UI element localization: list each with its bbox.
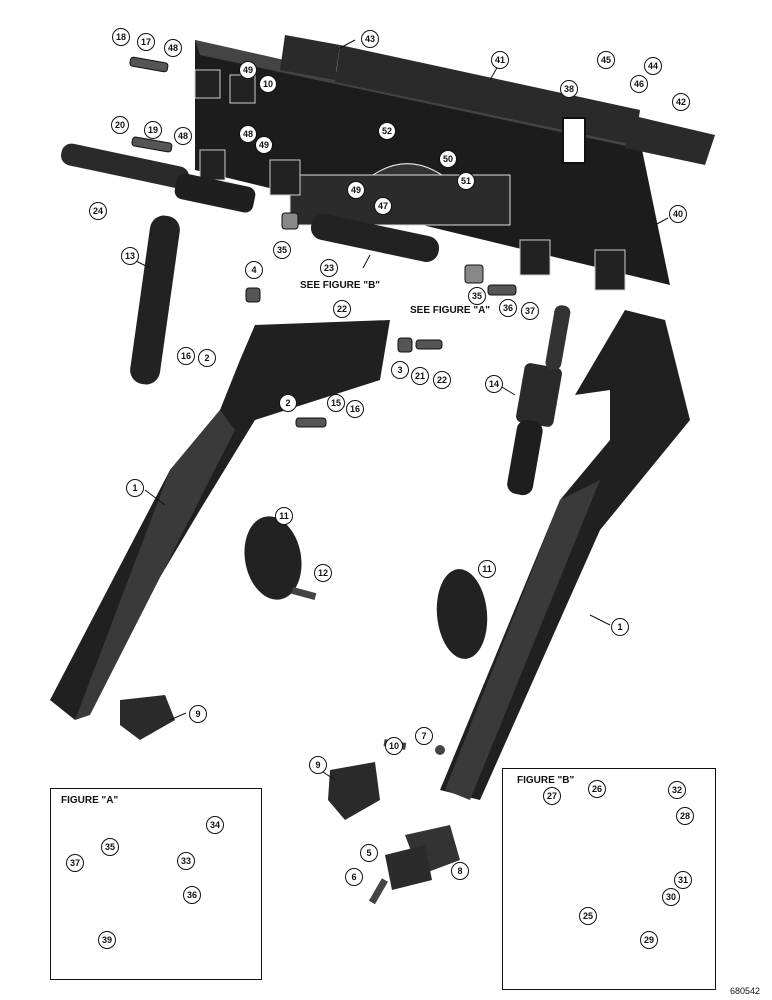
callout-15: 15 bbox=[327, 394, 345, 412]
callout-17: 17 bbox=[137, 33, 155, 51]
callout-11-right: 11 bbox=[478, 560, 496, 578]
loader-arm-right-shade bbox=[445, 480, 600, 800]
bolt-6 bbox=[368, 878, 388, 905]
callout-35-b: 35 bbox=[468, 287, 486, 305]
callout-12: 12 bbox=[314, 564, 332, 582]
nut-7 bbox=[435, 745, 445, 755]
callout-22-b: 22 bbox=[433, 371, 451, 389]
callout-7: 7 bbox=[415, 727, 433, 745]
callout-52: 52 bbox=[378, 122, 396, 140]
fig-a-callout-34: 34 bbox=[206, 816, 224, 834]
callout-51: 51 bbox=[457, 172, 475, 190]
callout-22-a: 22 bbox=[333, 300, 351, 318]
callout-18: 18 bbox=[112, 28, 130, 46]
see-figure-a-note: SEE FIGURE "A" bbox=[410, 305, 491, 316]
figure-a-box: FIGURE "A" bbox=[50, 788, 262, 980]
document-number: 680542 bbox=[730, 986, 761, 996]
bolt-12 bbox=[291, 586, 317, 600]
callout-47: 47 bbox=[374, 197, 392, 215]
callout-9-right: 9 bbox=[309, 756, 327, 774]
callout-45: 45 bbox=[597, 51, 615, 69]
callout-9-left: 9 bbox=[189, 705, 207, 723]
fig-b-callout-32: 32 bbox=[668, 781, 686, 799]
callout-4: 4 bbox=[245, 261, 263, 279]
callout-40: 40 bbox=[669, 205, 687, 223]
callout-23: 23 bbox=[320, 259, 338, 277]
callout-48-c: 48 bbox=[239, 125, 257, 143]
cylinder-24 bbox=[60, 143, 256, 213]
cylinder-23 bbox=[310, 214, 440, 262]
loader-arm-left bbox=[50, 320, 390, 720]
callout-14: 14 bbox=[485, 375, 503, 393]
fig-b-callout-29: 29 bbox=[640, 931, 658, 949]
fig-b-callout-25: 25 bbox=[579, 907, 597, 925]
callout-38: 38 bbox=[560, 80, 578, 98]
figure-b-title: FIGURE "B" bbox=[517, 775, 575, 786]
callout-41: 41 bbox=[491, 51, 509, 69]
callout-36: 36 bbox=[499, 299, 517, 317]
callout-48-a: 48 bbox=[164, 39, 182, 57]
callout-48-b: 48 bbox=[174, 127, 192, 145]
fig-b-callout-31: 31 bbox=[674, 871, 692, 889]
callout-24: 24 bbox=[89, 202, 107, 220]
callout-42: 42 bbox=[672, 93, 690, 111]
gusset-11-left bbox=[244, 516, 302, 600]
callout-46: 46 bbox=[630, 75, 648, 93]
hitch-9-left bbox=[120, 695, 175, 740]
callout-1-left: 1 bbox=[126, 479, 144, 497]
fig-b-callout-27: 27 bbox=[543, 787, 561, 805]
fig-a-callout-33: 33 bbox=[177, 852, 195, 870]
fig-b-callout-28: 28 bbox=[676, 807, 694, 825]
callout-10: 10 bbox=[385, 737, 403, 755]
callout-19: 19 bbox=[144, 121, 162, 139]
fig-a-callout-39: 39 bbox=[98, 931, 116, 949]
fig-b-callout-30: 30 bbox=[662, 888, 680, 906]
callout-1-right: 1 bbox=[611, 618, 629, 636]
callout-10b: 10 bbox=[259, 75, 277, 93]
cover-5 bbox=[385, 845, 432, 890]
callout-2-a: 2 bbox=[198, 349, 216, 367]
callout-21: 21 bbox=[411, 367, 429, 385]
callout-35-a: 35 bbox=[273, 241, 291, 259]
fig-a-callout-36: 36 bbox=[183, 886, 201, 904]
callout-13: 13 bbox=[121, 247, 139, 265]
callout-3: 3 bbox=[391, 361, 409, 379]
bracket-38 bbox=[562, 117, 586, 164]
callout-49-b: 49 bbox=[255, 136, 273, 154]
callout-49-c: 49 bbox=[347, 181, 365, 199]
callout-44: 44 bbox=[644, 57, 662, 75]
loader-arm-left-shade bbox=[75, 410, 235, 720]
callout-37: 37 bbox=[521, 302, 539, 320]
callout-43: 43 bbox=[361, 30, 379, 48]
wear-strip-43 bbox=[280, 35, 340, 80]
callout-8: 8 bbox=[451, 862, 469, 880]
fig-a-callout-35: 35 bbox=[101, 838, 119, 856]
callout-2-b: 2 bbox=[279, 394, 297, 412]
fig-a-callout-37: 37 bbox=[66, 854, 84, 872]
mounting-plate bbox=[195, 40, 670, 285]
see-figure-b-note: SEE FIGURE "B" bbox=[300, 280, 381, 291]
callout-16-a: 16 bbox=[177, 347, 195, 365]
callout-20: 20 bbox=[111, 116, 129, 134]
plate-lugs bbox=[194, 69, 626, 291]
pins-and-bushings bbox=[129, 56, 517, 428]
fig-b-callout-26: 26 bbox=[588, 780, 606, 798]
cylinder-14 bbox=[507, 305, 571, 496]
gusset-11-right bbox=[436, 569, 488, 659]
figure-a-title: FIGURE "A" bbox=[61, 795, 119, 806]
hitch-9-right bbox=[328, 762, 380, 820]
callout-11-left: 11 bbox=[275, 507, 293, 525]
callout-50: 50 bbox=[439, 150, 457, 168]
callout-49-a: 49 bbox=[239, 61, 257, 79]
wear-strip-42 bbox=[625, 115, 715, 165]
link-13 bbox=[130, 215, 180, 385]
callout-16-b: 16 bbox=[346, 400, 364, 418]
callout-6: 6 bbox=[345, 868, 363, 886]
callout-5: 5 bbox=[360, 844, 378, 862]
